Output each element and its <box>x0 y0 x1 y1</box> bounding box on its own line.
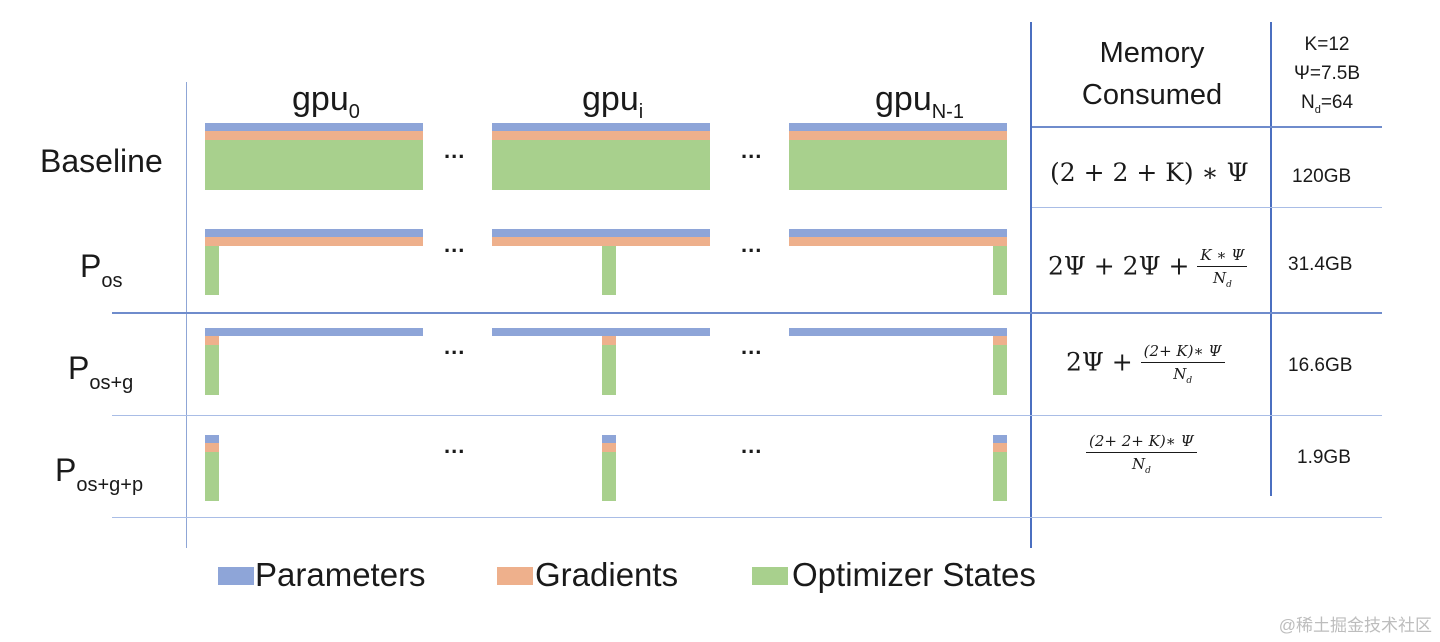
memory-value-baseline: 120GB <box>1292 166 1352 187</box>
gradients-bar <box>205 237 423 246</box>
row-divider-4 <box>112 517 1382 518</box>
memory-column-divider <box>1030 22 1032 548</box>
gradients-shard <box>602 336 616 345</box>
legend-swatch-gradients <box>497 567 533 585</box>
gpu-i-header: gpui <box>582 80 644 123</box>
gradients-bar <box>492 237 710 246</box>
optimizer-states-bar <box>789 140 1007 190</box>
row-divider-1 <box>1032 207 1382 208</box>
gradients-shard <box>205 443 219 452</box>
gradients-bar <box>789 131 1007 140</box>
optimizer-states-bar <box>492 140 710 190</box>
formula-baseline: (2 + 2 + K) ∗ Ψ <box>1050 158 1249 187</box>
optimizer-states-shard <box>205 345 219 395</box>
optimizer-states-shard <box>602 246 616 295</box>
ellipsis: ... <box>741 138 763 163</box>
optimizer-states-shard <box>602 345 616 395</box>
params-column-divider <box>1270 22 1272 496</box>
parameters-shard <box>993 435 1007 443</box>
optimizer-states-shard <box>602 452 616 501</box>
parameters-bar <box>492 229 710 237</box>
optimizer-states-bar <box>205 140 423 190</box>
optimizer-states-shard <box>993 345 1007 395</box>
row-divider-3 <box>112 415 1382 416</box>
header-divider <box>1032 126 1382 128</box>
ellipsis: ... <box>444 232 466 257</box>
gradients-shard <box>205 336 219 345</box>
legend-swatch-parameters <box>218 567 254 585</box>
row-label-baseline: Baseline <box>40 143 163 179</box>
memory-value-pos-g: 16.6GB <box>1288 355 1353 376</box>
legend-label-parameters: Parameters <box>255 556 426 593</box>
ellipsis: ... <box>741 334 763 359</box>
ellipsis: ... <box>444 334 466 359</box>
parameters-bar <box>205 328 423 336</box>
ellipsis: ... <box>444 138 466 163</box>
optimizer-states-shard <box>205 452 219 501</box>
nd-value: Nd=64 <box>1300 92 1354 116</box>
ellipsis: ... <box>741 232 763 257</box>
memory-value-pos: 31.4GB <box>1288 254 1353 275</box>
gradients-shard <box>993 443 1007 452</box>
row-label-pos-g-p: Pos+g+p <box>55 452 144 496</box>
k-value: K=12 <box>1304 34 1350 55</box>
gpu-0-header: gpu0 <box>292 80 360 123</box>
parameters-shard <box>602 435 616 443</box>
optimizer-states-shard <box>205 246 219 295</box>
parameters-bar <box>492 123 710 131</box>
legend-label-gradients: Gradients <box>535 556 679 593</box>
parameters-bar <box>789 123 1007 131</box>
parameters-bar <box>205 123 423 131</box>
row-divider-2 <box>112 312 1382 314</box>
parameters-bar <box>492 328 710 336</box>
gradients-shard <box>602 443 616 452</box>
parameters-bar <box>205 229 423 237</box>
ellipsis: ... <box>741 433 763 458</box>
memory-consumed-header: Memory Consumed <box>1081 37 1223 111</box>
parameters-bar <box>789 229 1007 237</box>
gradients-bar <box>492 131 710 140</box>
gpu-n-minus-1-header: gpuN-1 <box>875 80 964 123</box>
row-label-pos-g: Pos+g <box>68 350 134 394</box>
parameters-shard <box>205 435 219 443</box>
optimizer-states-shard <box>993 246 1007 295</box>
gradients-bar <box>789 237 1007 246</box>
ellipsis: ... <box>444 433 466 458</box>
gradients-shard <box>993 336 1007 345</box>
model-params-header: K=12 Ψ=7.5B Nd=64 <box>1272 30 1382 125</box>
optimizer-states-shard <box>993 452 1007 501</box>
legend-label-optimizer-states: Optimizer States <box>792 556 1036 593</box>
gradients-bar <box>205 131 423 140</box>
psi-value: Ψ=7.5B <box>1293 63 1361 84</box>
watermark: @稀土掘金技术社区 <box>1278 616 1432 635</box>
memory-value-pos-g-p: 1.9GB <box>1297 447 1351 468</box>
parameters-bar <box>789 328 1007 336</box>
row-label-pos: Pos <box>80 248 123 292</box>
legend-swatch-optimizer-states <box>752 567 788 585</box>
left-vertical-divider <box>186 82 187 548</box>
